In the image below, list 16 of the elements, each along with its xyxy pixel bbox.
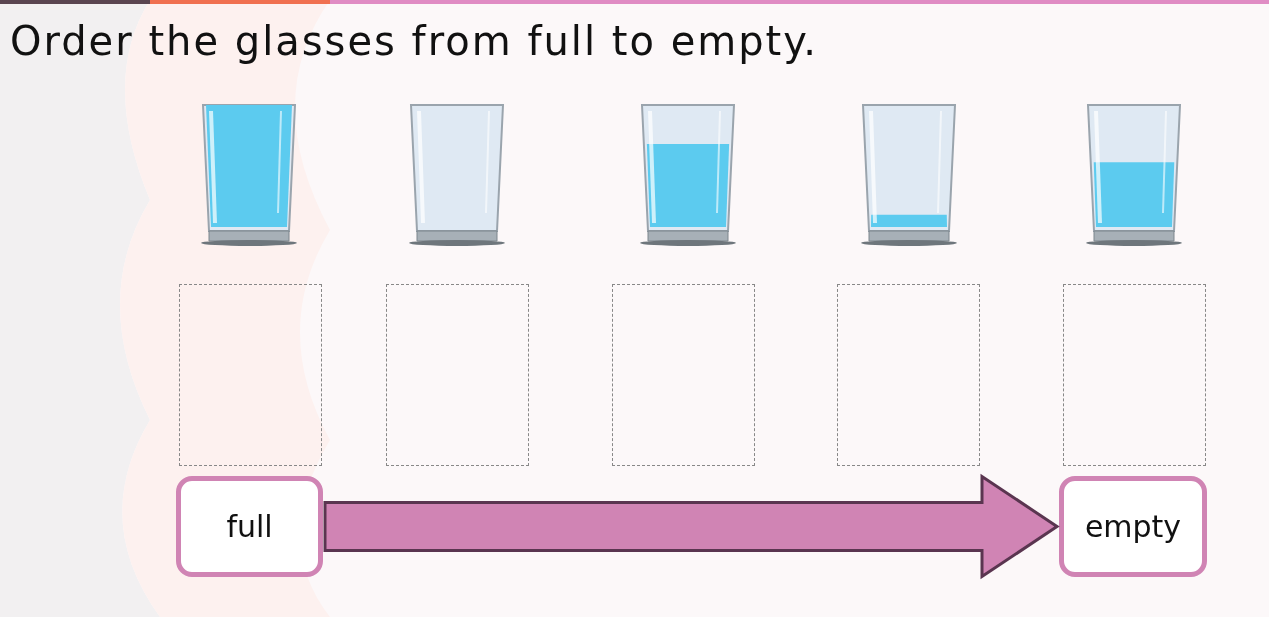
card-label: full [226, 509, 273, 544]
word-card [1059, 476, 1207, 577]
glass-drawing [638, 103, 738, 248]
title: Order the glasses from full to empty. [10, 18, 818, 64]
answer-box [612, 284, 755, 466]
glass-drawing [199, 103, 299, 248]
answer-box [1063, 284, 1206, 466]
glass-drawing [859, 103, 959, 248]
answer-box [386, 284, 529, 466]
word-card [176, 476, 323, 577]
arrow [323, 473, 1060, 580]
answer-box [179, 284, 322, 466]
glass-drawing [1084, 103, 1184, 248]
card-label: empty [1084, 509, 1182, 544]
glass-drawing [407, 103, 507, 248]
answer-box [837, 284, 980, 466]
